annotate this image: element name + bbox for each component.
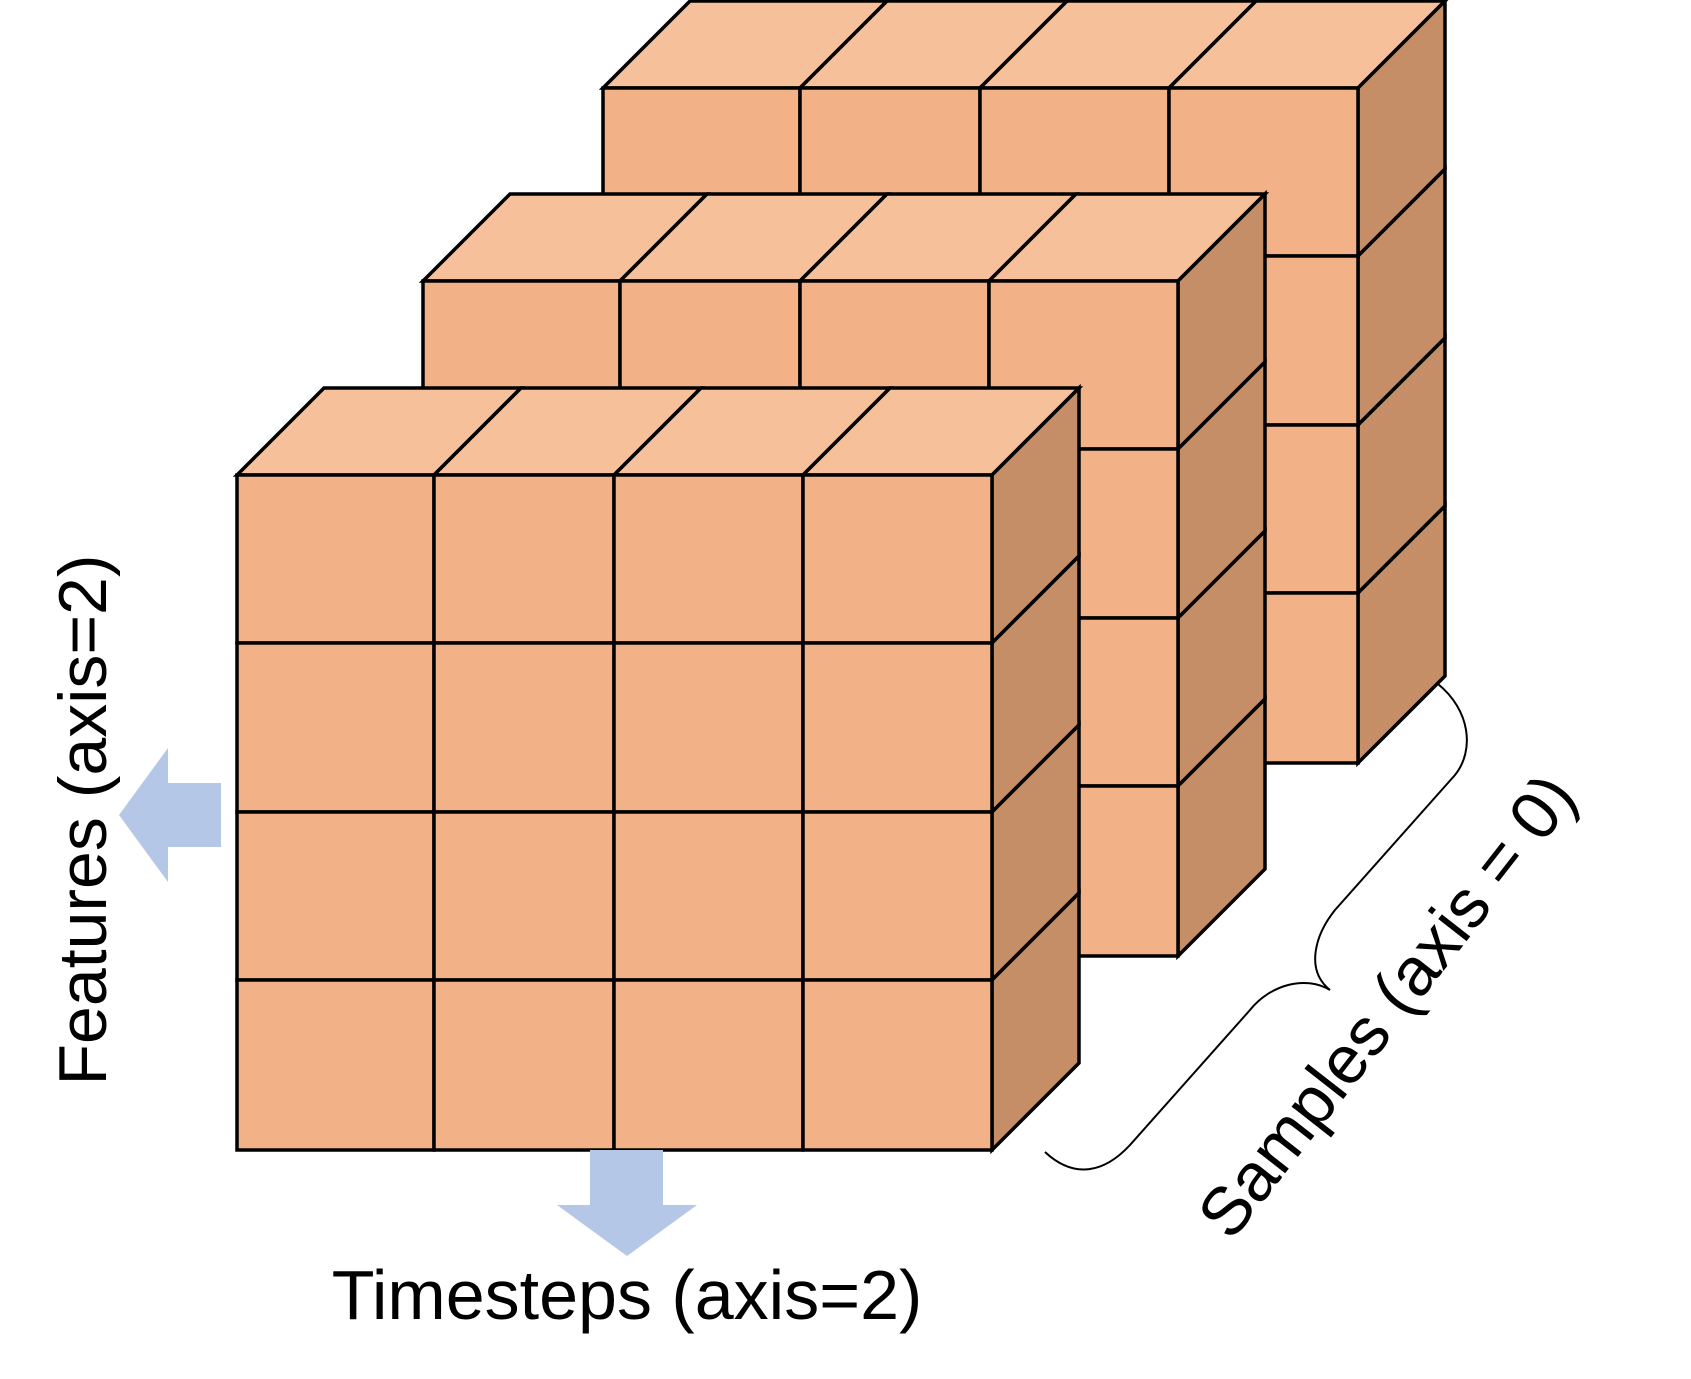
front-cell — [612, 473, 805, 645]
front-cell — [612, 978, 805, 1152]
front-cell — [235, 978, 436, 1152]
features-arrow-icon — [119, 748, 221, 882]
front-cell — [432, 473, 616, 645]
front-cell — [432, 810, 616, 982]
front-cell — [432, 641, 616, 814]
front-cell — [235, 810, 436, 982]
tensor-cubes — [232, 0, 1449, 1155]
front-cell — [432, 978, 616, 1152]
front-cell — [801, 810, 994, 982]
front-cell — [612, 810, 805, 982]
front-cell — [235, 641, 436, 814]
timesteps-label: Timesteps (axis=2) — [332, 1256, 923, 1334]
front-cell — [235, 473, 436, 645]
front-cell — [801, 978, 994, 1152]
features-label: Features (axis=2) — [45, 555, 121, 1086]
sample-block-3 — [232, 383, 1084, 1155]
front-cell — [801, 641, 994, 814]
timesteps-arrow-icon — [557, 1150, 697, 1256]
front-cell — [612, 641, 805, 814]
samples-brace — [1044, 683, 1468, 1171]
front-cell — [801, 473, 994, 645]
